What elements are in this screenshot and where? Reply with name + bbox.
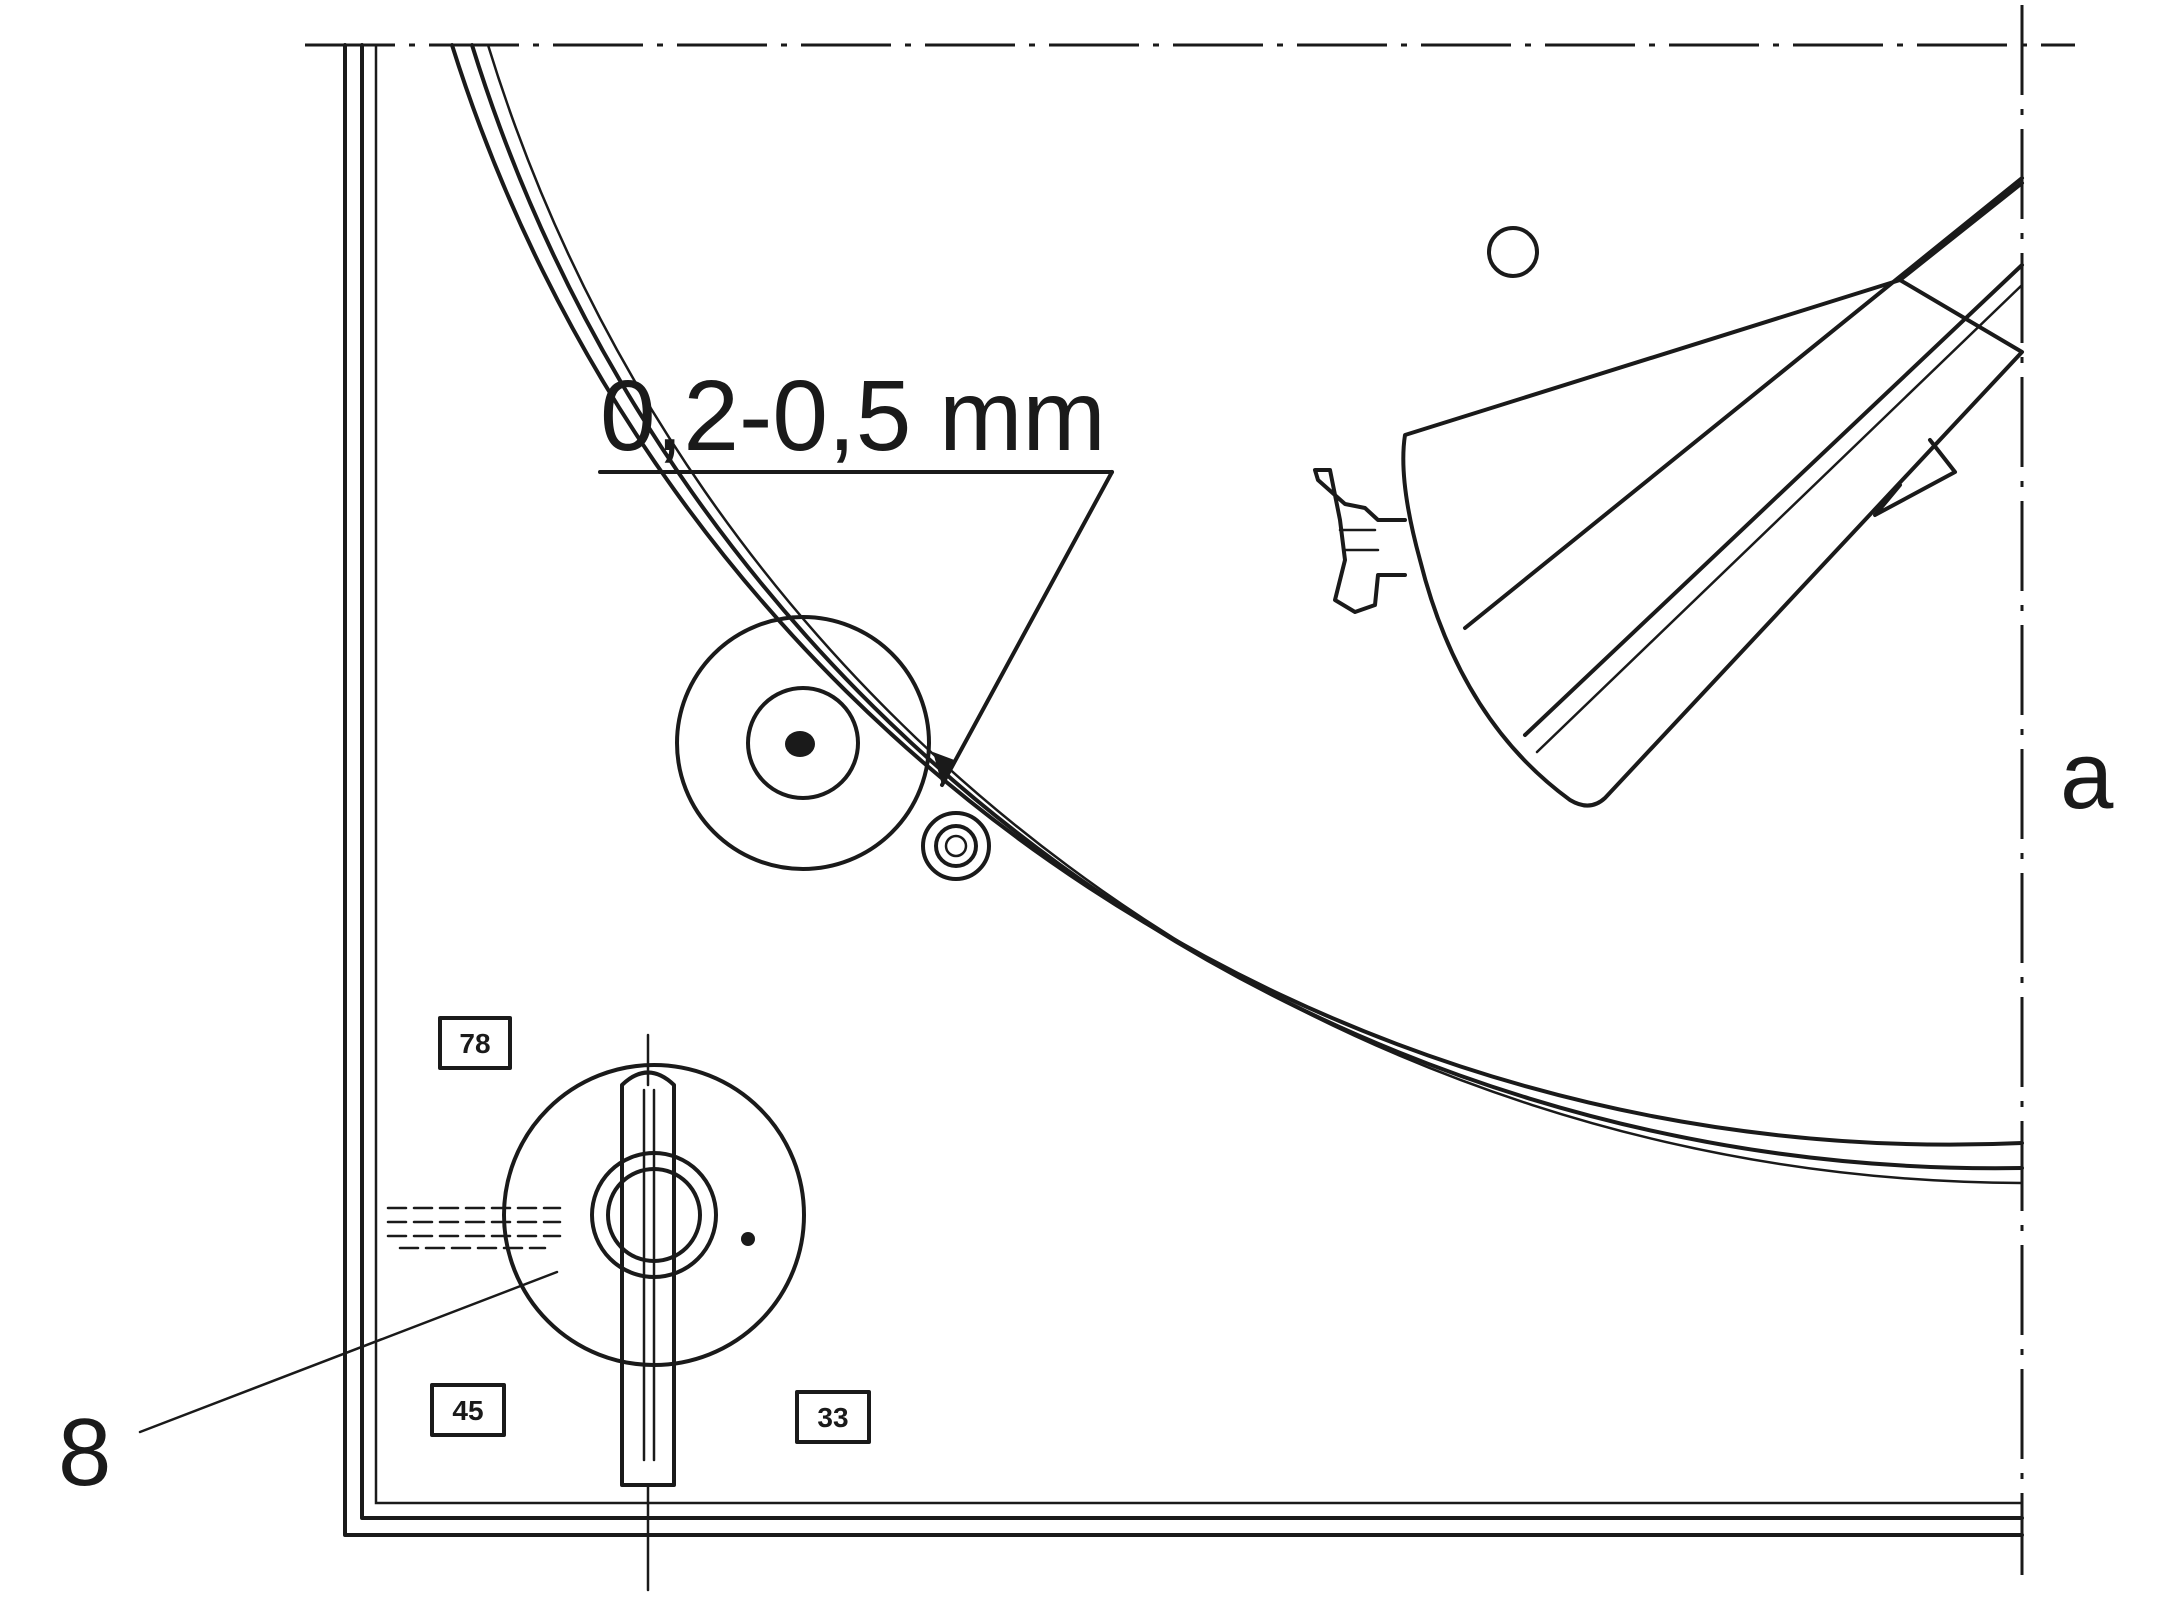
plinth-frame	[343, 43, 2024, 1537]
svg-text:33: 33	[817, 1402, 848, 1433]
platter-rim	[450, 43, 2024, 1185]
svg-text:78: 78	[459, 1028, 490, 1059]
callout-number-8: 8	[58, 1399, 111, 1506]
speed-selector	[386, 1033, 806, 1592]
speed-label-78: 78	[438, 1016, 512, 1070]
side-label-a: a	[2060, 722, 2114, 829]
svg-text:45: 45	[452, 1395, 483, 1426]
speed-label-33: 33	[795, 1390, 871, 1444]
speed-label-45: 45	[430, 1383, 506, 1437]
idler-wheel	[675, 615, 931, 871]
dimension-callout: 0,2-0,5 mm	[598, 360, 1114, 787]
motor-pulley	[921, 811, 991, 881]
small-hole	[1487, 226, 1539, 278]
dimension-label: 0,2-0,5 mm	[600, 360, 1106, 472]
tonearm-assembly	[1313, 176, 2024, 808]
callout-leader-8	[138, 1270, 559, 1434]
